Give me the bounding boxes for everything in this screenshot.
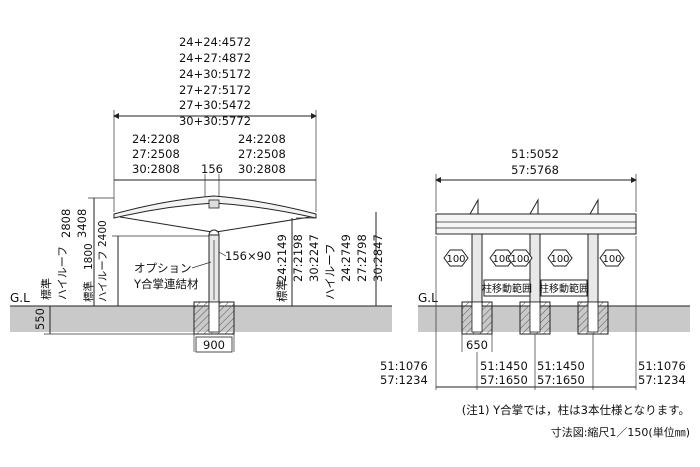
- left-roof-arm: [119, 216, 213, 233]
- left-ground-label: G.L: [10, 291, 30, 305]
- right-heights-high-label: ハイルーフ: [323, 243, 337, 300]
- badge-100-5: [599, 249, 625, 267]
- right-top-dim-1: 57:5768: [511, 163, 559, 177]
- right-height-high-2: 30:2847: [371, 234, 385, 282]
- post-size-leader: [218, 251, 227, 257]
- right-roof-arm: [215, 216, 311, 233]
- left-top-dim-2: 24+30:5172: [179, 67, 251, 81]
- left-vertical-label-standard: 標準: [39, 278, 53, 300]
- option-label: オプション: [134, 261, 192, 275]
- bottom-dim-3-a: 51:1076: [638, 359, 686, 373]
- right-height-1: 27:2198: [291, 234, 305, 282]
- right-half-dim-2: 30:2808: [238, 162, 286, 176]
- bottom-dim-3-b: 57:1234: [638, 373, 686, 387]
- right-half-dim-0: 24:2208: [238, 132, 286, 146]
- bottom-dim-0-b: 57:1234: [380, 373, 428, 387]
- right-ground-label: G.L: [418, 291, 438, 305]
- y-roof-structure: [113, 195, 317, 241]
- left-half-dim-2: 30:2808: [132, 162, 180, 176]
- badge-100-text-1: 100: [446, 254, 465, 265]
- left-vertical-label-high: ハイルーフ: [56, 246, 69, 300]
- left-post-embed: [208, 301, 220, 333]
- roof-top-cap: [208, 199, 220, 209]
- clearance-label-high: ハイルーフ 2400: [97, 220, 109, 302]
- right-post-embed-3: [587, 301, 599, 333]
- bottom-dim-0-a: 51:1076: [380, 359, 428, 373]
- movement-range-text-1: 柱移動範囲: [482, 282, 532, 295]
- badge-100-3: [507, 249, 533, 267]
- clearance-label-standard: 標準: [82, 281, 95, 302]
- clearance-value-1800: 1800: [83, 243, 95, 270]
- badge-100-text-5: 100: [602, 254, 621, 265]
- right-height-2: 30:2247: [307, 234, 321, 282]
- foundation-width: 900: [203, 338, 225, 352]
- foundation-width-box: [195, 336, 233, 353]
- option-sub-label: Y合掌連結材: [133, 277, 199, 291]
- movement-range-text-2: 柱移動範囲: [539, 282, 589, 295]
- right-post-embed-1: [471, 301, 483, 333]
- right-post-3: [587, 233, 599, 307]
- option-leader-line: [191, 261, 212, 269]
- height-standard: 2808: [59, 209, 73, 238]
- bottom-dim-1-b: 57:1650: [480, 373, 528, 387]
- bottom-dim-2-a: 51:1450: [537, 359, 585, 373]
- height-high-roof: 3408: [75, 209, 89, 238]
- left-half-dim-1: 27:2508: [132, 147, 180, 161]
- right-post-embed-2: [529, 301, 541, 333]
- right-heights-standard-label: 標準: [275, 279, 289, 302]
- right-ground-slab: [418, 306, 690, 332]
- left-top-dim-1: 24+27:4872: [179, 51, 251, 65]
- right-post-1: [471, 233, 483, 307]
- scale-note: 寸法図:縮尺1／150(単位㎜): [551, 425, 690, 439]
- right-post-2: [529, 233, 541, 307]
- center-post-dim: 156: [201, 162, 223, 176]
- note-1: (注1) Y合掌では，柱は3本仕様となります。: [462, 403, 690, 417]
- bottom-dim-1-a: 51:1450: [480, 359, 528, 373]
- right-height-high-1: 27:2798: [355, 234, 369, 282]
- right-height-0: 24:2149: [275, 234, 289, 282]
- badge-100-1: [443, 249, 469, 267]
- right-half-dim-1: 27:2508: [238, 147, 286, 161]
- bottom-dim-2-b: 57:1650: [537, 373, 585, 387]
- right-foundation-width: 650: [466, 338, 488, 352]
- foundation-depth: 550: [33, 308, 47, 330]
- left-half-dim-0: 24:2208: [132, 132, 180, 146]
- left-top-dim-3: 27+27:5172: [179, 83, 251, 97]
- badge-100-text-4: 100: [550, 254, 569, 265]
- badge-100-4: [547, 249, 573, 267]
- left-top-dim-0: 24+24:4572: [179, 35, 251, 49]
- movement-range-box-2: [540, 279, 588, 297]
- badge-100-text-2: 100: [492, 254, 511, 265]
- badge-100-text-3: 100: [510, 254, 529, 265]
- left-top-dim-4: 27+30:5472: [179, 98, 251, 112]
- right-top-dim-0: 51:5052: [511, 147, 559, 161]
- movement-badges: 100 100 100 100 100: [443, 249, 625, 267]
- right-height-high-0: 24:2749: [339, 234, 353, 282]
- side-roof: [435, 198, 637, 235]
- left-top-dimension-stack: 24+24:4572 24+27:4872 24+30:5172 27+27:5…: [179, 35, 251, 128]
- post-size-label: 156×90: [225, 249, 271, 263]
- movement-range-box-1: [483, 279, 531, 297]
